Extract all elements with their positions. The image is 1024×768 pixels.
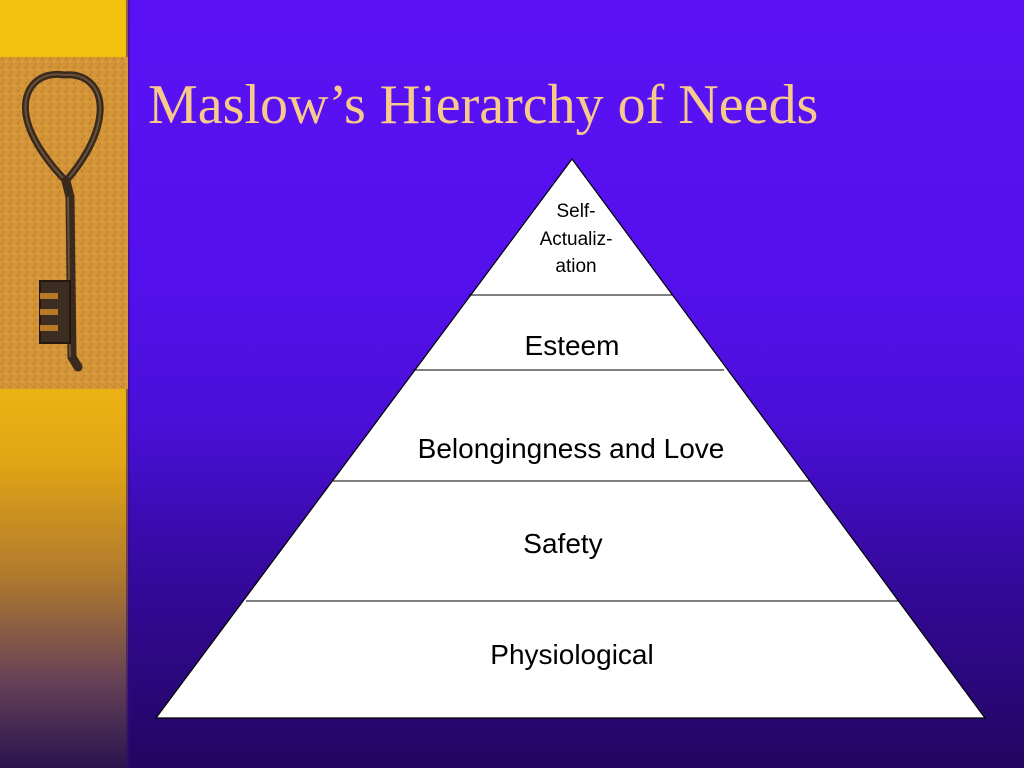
level-esteem-label: Esteem [525, 330, 620, 361]
slide-title: Maslow’s Hierarchy of Needs [148, 74, 819, 136]
band-divider [126, 0, 130, 768]
level-self-actualization: Self- Actualiz- ation [540, 201, 613, 277]
level-belongingness-label: Belongingness and Love [418, 433, 725, 464]
level-physiological-label: Physiological [490, 639, 653, 670]
antique-key-icon [0, 57, 128, 389]
level-self-actualization-line-3: ation [555, 256, 596, 277]
level-self-actualization-line-1: Self- [556, 201, 595, 222]
level-self-actualization-line-2: Actualiz- [540, 229, 613, 250]
pyramid-outline [154, 157, 987, 719]
level-safety-label: Safety [523, 528, 602, 559]
